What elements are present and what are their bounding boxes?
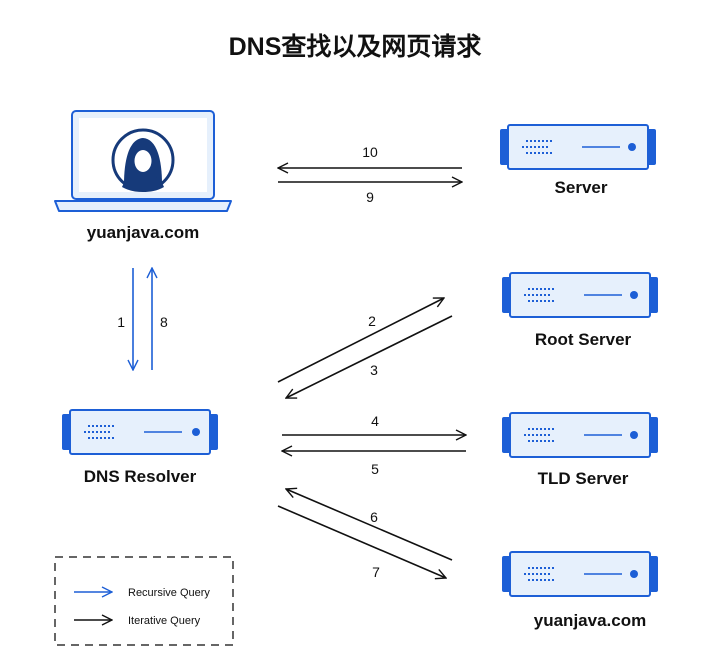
legend: Recursive Query Iterative Query <box>54 556 234 646</box>
page-title: DNS查找以及网页请求 <box>229 33 482 61</box>
legend-recursive-label: Recursive Query <box>128 587 210 599</box>
server-label: Server <box>555 178 608 197</box>
client-label: yuanjava.com <box>87 223 199 242</box>
tld-server-icon <box>502 412 658 458</box>
web-server-icon <box>500 124 656 170</box>
root-server-icon <box>502 272 658 318</box>
arrow-step-2 <box>277 297 444 383</box>
laptop-icon <box>54 110 232 212</box>
legend-box <box>54 556 234 646</box>
authoritative-server-icon <box>502 551 658 597</box>
step-label-9: 9 <box>366 189 374 205</box>
legend-iterative-label: Iterative Query <box>128 615 201 627</box>
authoritative-server-label: yuanjava.com <box>534 611 646 630</box>
root-server-label: Root Server <box>535 330 632 349</box>
step-label-7: 7 <box>372 564 380 580</box>
step-label-3: 3 <box>370 362 378 378</box>
arrow-step-6 <box>286 489 453 561</box>
step-label-4: 4 <box>371 413 379 429</box>
dns-resolver-icon <box>62 409 218 455</box>
step-label-2: 2 <box>368 313 376 329</box>
step-label-1: 1 <box>117 314 125 330</box>
step-label-8: 8 <box>160 314 168 330</box>
step-label-10: 10 <box>362 144 378 160</box>
step-label-5: 5 <box>371 461 379 477</box>
step-label-6: 6 <box>370 509 378 525</box>
user-avatar-icon <box>111 128 175 192</box>
arrow-step-3 <box>286 315 453 398</box>
tld-server-label: TLD Server <box>538 469 629 488</box>
dns-resolver-label: DNS Resolver <box>84 467 197 486</box>
arrow-step-7 <box>277 505 446 578</box>
